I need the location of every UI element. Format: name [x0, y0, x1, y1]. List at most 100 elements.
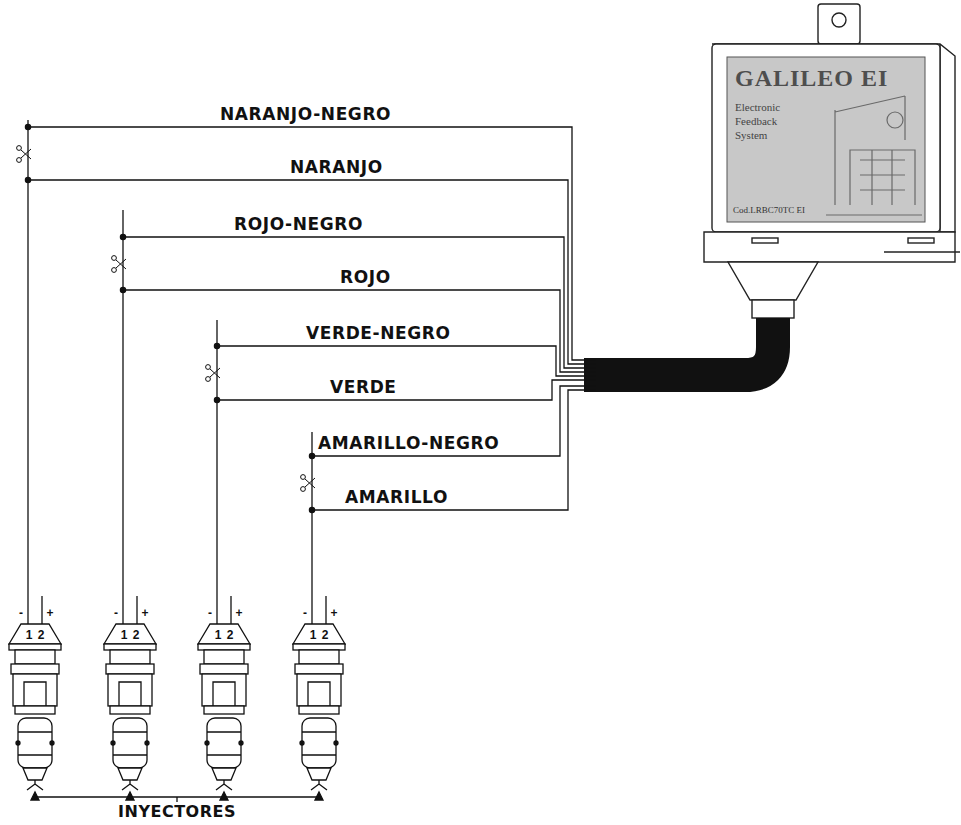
pin-wire	[325, 596, 326, 624]
connector-body	[15, 650, 55, 664]
cut-symbol	[112, 256, 126, 273]
scissor-ring	[17, 146, 22, 151]
flange-slot	[908, 238, 934, 243]
housing-front	[712, 44, 940, 232]
drawing-part	[860, 150, 905, 205]
wire-color-label: ROJO-NEGRO	[232, 215, 365, 234]
wire-color-label: VERDE	[328, 378, 399, 397]
body-clip	[145, 741, 149, 745]
wire-color-label: AMARILLO	[343, 488, 450, 507]
product-description: Electronic Feedback System	[735, 101, 807, 142]
body-band	[113, 732, 147, 755]
connector-plug	[752, 300, 794, 318]
polarity-mark: -	[303, 607, 307, 620]
drawing-part	[835, 96, 915, 205]
brand-name: GALILEO EI	[735, 63, 888, 93]
spray-tip	[122, 780, 138, 790]
body-clip	[16, 741, 20, 745]
connector-body	[299, 650, 339, 664]
group-label: INYECTORES	[116, 803, 238, 821]
connector-collar	[200, 664, 248, 674]
pin-number: 1	[121, 629, 128, 642]
body-band	[207, 732, 241, 755]
socket-notch	[213, 682, 235, 706]
body-clip	[300, 741, 304, 745]
mounting-hole	[832, 13, 846, 27]
body-clip	[111, 741, 115, 745]
connector-body	[204, 650, 244, 664]
connector-rim	[198, 644, 250, 650]
scissor-ring	[301, 487, 306, 492]
connector-collar	[11, 664, 59, 674]
socket-base	[299, 706, 339, 714]
polarity-mark: +	[141, 607, 148, 620]
body-clip	[205, 741, 209, 745]
signal-wire	[123, 290, 596, 372]
injector-socket	[13, 674, 57, 706]
injector-socket	[108, 674, 152, 706]
connector-cap	[198, 624, 250, 644]
connector-cap	[293, 624, 345, 644]
label-plate	[727, 57, 925, 222]
nozzle	[23, 768, 47, 780]
pin-number: 1	[310, 629, 317, 642]
injector-symbol	[198, 624, 250, 790]
pin-wire	[216, 320, 217, 624]
polarity-mark: +	[235, 607, 242, 620]
wire-color-label: VERDE-NEGRO	[304, 324, 453, 343]
connector-body	[110, 650, 150, 664]
scissor-blade	[116, 259, 126, 269]
socket-notch	[24, 682, 46, 706]
pin-wire	[136, 596, 137, 624]
scissor-ring	[206, 377, 211, 382]
socket-base	[204, 706, 244, 714]
pin-wire	[27, 120, 28, 624]
plate-illustration	[826, 96, 922, 215]
body-band	[18, 732, 52, 755]
connector-cap	[9, 624, 61, 644]
signal-wire	[28, 180, 596, 364]
socket-base	[110, 706, 150, 714]
scissor-ring	[301, 475, 306, 480]
pin-wire	[122, 210, 123, 624]
socket-notch	[119, 682, 141, 706]
nozzle	[212, 768, 236, 780]
scissor-blade	[305, 478, 315, 488]
pin-number: 1	[26, 629, 33, 642]
socket-notch	[308, 682, 330, 706]
polarity-mark: +	[46, 607, 53, 620]
injector-symbol	[9, 624, 61, 790]
wire-color-label: AMARILLO-NEGRO	[316, 434, 501, 453]
cut-symbol	[301, 475, 315, 492]
wire-color-label: NARANJO-NEGRO	[218, 105, 393, 124]
product-code: Cod.LRBC70TC EI	[733, 205, 805, 216]
injector-body	[113, 718, 147, 768]
scissor-blade	[210, 368, 220, 378]
pin-number: 2	[322, 629, 329, 642]
connector-rim	[9, 644, 61, 650]
drawing-part	[826, 214, 922, 215]
connector-rim	[104, 644, 156, 650]
spray-tip	[27, 780, 43, 790]
ecu-housing	[704, 4, 960, 318]
spray-tip	[311, 780, 327, 790]
mounting-tab	[818, 4, 860, 44]
arrowhead	[126, 792, 134, 800]
connector-cap	[104, 624, 156, 644]
polarity-mark: -	[208, 607, 212, 620]
arrowhead	[220, 792, 228, 800]
nozzle	[307, 768, 331, 780]
connector-collar	[295, 664, 343, 674]
signal-wire	[217, 380, 596, 400]
wire-harness	[584, 318, 773, 375]
wires	[17, 124, 596, 512]
nozzle	[118, 768, 142, 780]
scissor-ring	[206, 365, 211, 370]
arrowhead	[315, 792, 323, 800]
scissor-ring	[17, 158, 22, 163]
injector-body	[18, 718, 52, 768]
injector-socket	[297, 674, 341, 706]
signal-wire	[123, 237, 596, 368]
scissor-blade	[21, 149, 31, 159]
